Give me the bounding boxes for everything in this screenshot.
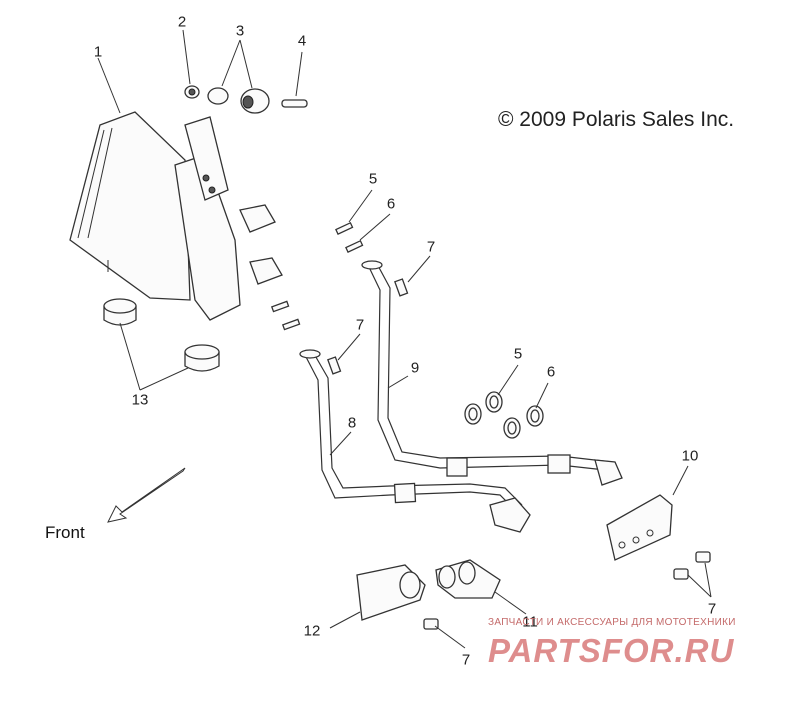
watermark-tagline: ЗАПЧАСТИ И АКСЕССУАРЫ ДЛЯ МОТОТЕХНИКИ [488, 617, 736, 628]
fittings-top [184, 85, 308, 114]
callout-12: 12 [303, 622, 321, 640]
callout-6: 6 [386, 195, 396, 213]
callout-10: 10 [681, 447, 699, 465]
grommets [103, 298, 220, 372]
callout-7c: 7 [707, 600, 717, 618]
callout-9: 9 [410, 359, 420, 377]
bolts [423, 551, 711, 630]
callout-8: 8 [347, 414, 357, 432]
front-label: Front [45, 523, 85, 542]
callout-1: 1 [93, 43, 103, 61]
leader-lines [97, 29, 712, 649]
callout-5: 5 [368, 170, 378, 188]
oil-cooler [69, 111, 283, 321]
clamp [356, 564, 426, 621]
callout-2: 2 [177, 13, 187, 31]
clamp-two [435, 559, 501, 599]
callout-7a: 7 [426, 238, 436, 256]
copyright-text: © 2009 Polaris Sales Inc. [498, 108, 735, 131]
front-arrow [107, 467, 186, 523]
callout-7b: 7 [355, 316, 365, 334]
callout-6b: 6 [546, 363, 556, 381]
watermark-brand: PARTSFOR.RU [488, 632, 735, 669]
bracket [606, 494, 673, 561]
callout-3: 3 [235, 22, 245, 40]
washers [464, 391, 544, 439]
callout-7d: 7 [461, 651, 471, 669]
callout-13: 13 [131, 391, 149, 409]
callout-11: 11 [522, 613, 538, 631]
seals [270, 221, 409, 375]
callout-5b: 5 [513, 345, 523, 363]
callout-4: 4 [297, 32, 307, 50]
oil-hoses [299, 260, 623, 533]
